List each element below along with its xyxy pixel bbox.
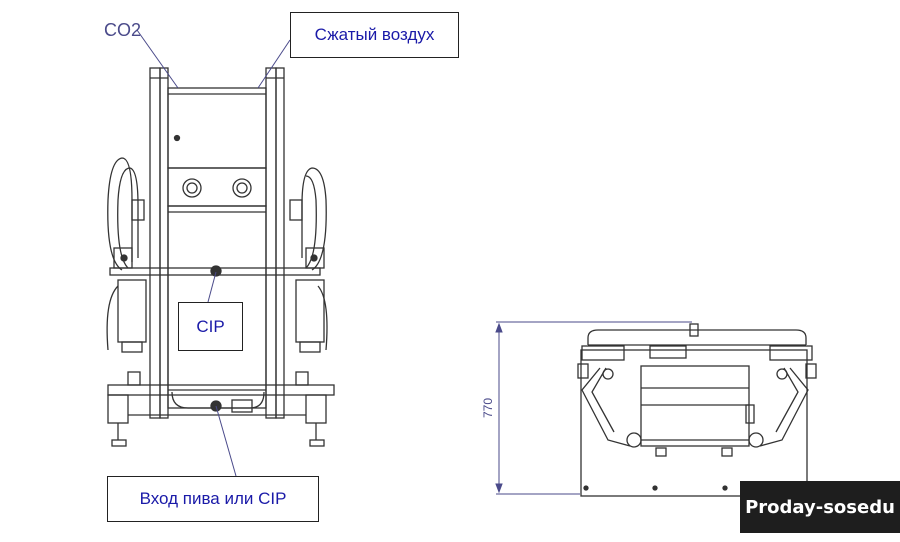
top-view bbox=[577, 323, 817, 497]
compressed-air-label: Сжатый воздух bbox=[290, 12, 459, 58]
cip-label: CIP bbox=[178, 302, 243, 351]
dimension-label: 770 bbox=[481, 398, 495, 418]
leader-lines bbox=[136, 29, 291, 477]
co2-label: CO2 bbox=[104, 20, 141, 40]
watermark-logo: Proday-sosedu bbox=[740, 481, 900, 533]
beer-inlet-label: Вход пива или CIP bbox=[107, 476, 319, 522]
dimension-770 bbox=[495, 321, 692, 495]
front-view bbox=[106, 67, 335, 447]
